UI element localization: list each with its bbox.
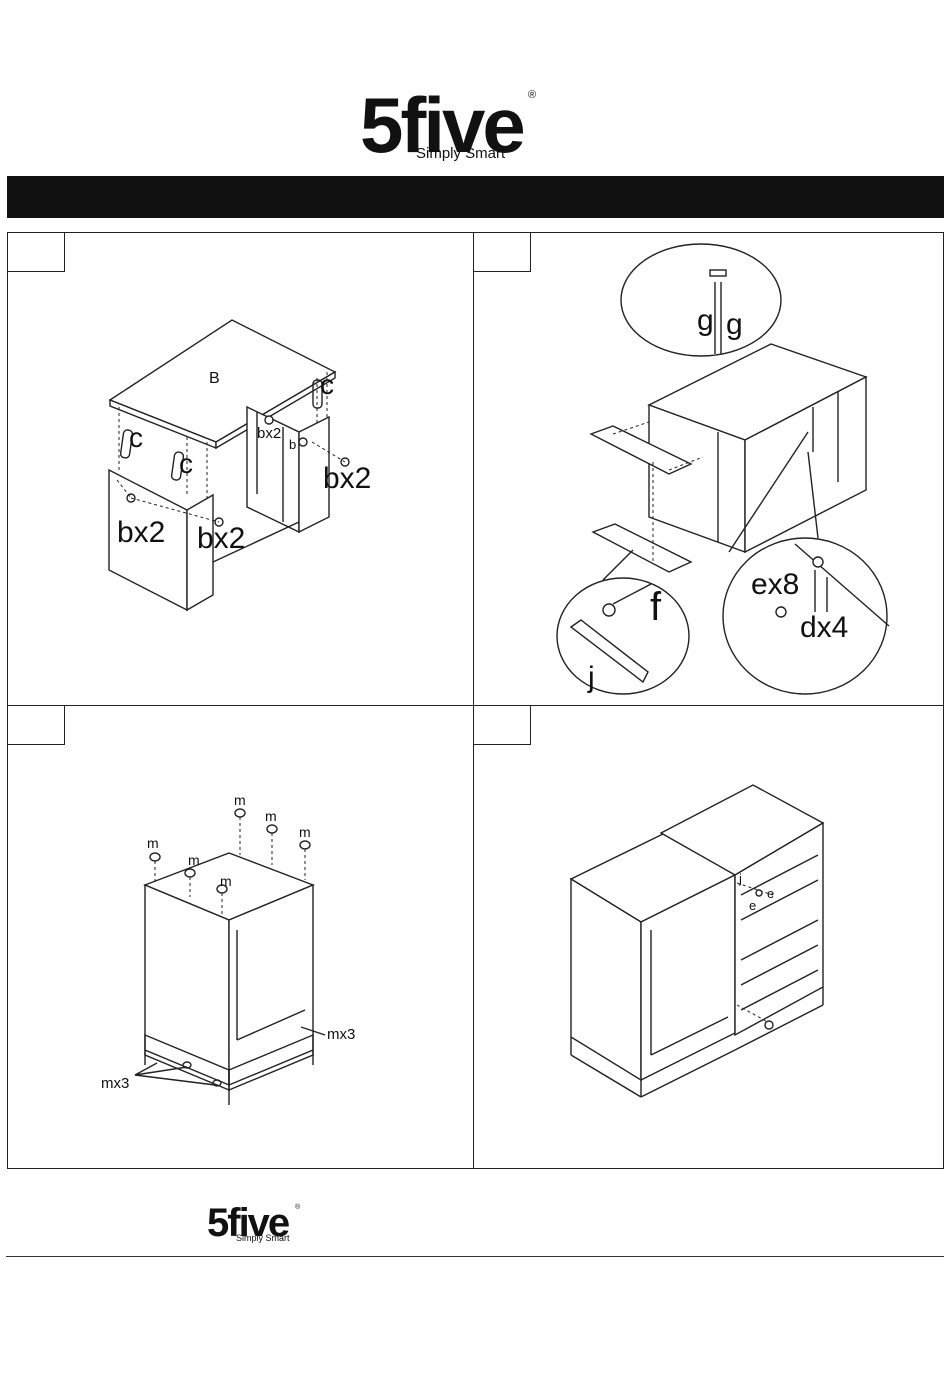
label-bolt-bx2-left: bx2 (117, 516, 165, 549)
label-cam-c-1: c (129, 422, 143, 453)
label-panel-b: B (209, 370, 220, 387)
logo-tagline: Simply Smart (416, 145, 506, 162)
label-pad-m-5: m (265, 808, 277, 824)
header-bar (7, 176, 944, 218)
label-screw-ex8: ex8 (751, 568, 799, 601)
label-pad-m-4: m (234, 792, 246, 808)
label-g-2: g (726, 308, 743, 341)
label-pads-mx3-right: mx3 (327, 1026, 355, 1043)
label-pad-m-3: m (220, 873, 232, 889)
label-bolt-b-tiny: b (289, 437, 296, 452)
logo-tagline-small: Simply Smart (236, 1233, 290, 1243)
label-bolt-bx2-middle: bx2 (197, 522, 245, 555)
logo-registered-mark-small: ® (295, 1203, 301, 1211)
label-allen-key-j: j (738, 871, 742, 886)
label-pads-mx3-left: mx3 (101, 1075, 129, 1092)
label-g-1: g (697, 304, 714, 337)
label-allen-key-j: j (587, 661, 595, 694)
step-4-illustration: j e e (473, 705, 944, 1169)
brand-logo-bottom: 5five ® Simply Smart (207, 1200, 307, 1245)
step-2-illustration: g g f j ex8 dx4 (473, 232, 944, 705)
label-pad-m-2: m (188, 852, 200, 868)
label-dowel-dx4: dx4 (800, 611, 848, 644)
label-screw-e-1: e (767, 886, 774, 901)
label-pad-m-6: m (299, 824, 311, 840)
label-pad-m-1: m (147, 835, 159, 851)
logo-registered-mark: ® (528, 89, 536, 101)
footer-rule (6, 1256, 944, 1257)
label-screw-e-2: e (749, 898, 756, 913)
label-bolt-bx2-small: bx2 (257, 425, 281, 442)
label-cam-c-2: c (179, 448, 193, 479)
step-3-illustration: m m m m m m mx3 mx3 (7, 705, 473, 1169)
brand-logo-top: 5five ® Simply Smart (360, 82, 550, 162)
label-screw-f: f (650, 585, 662, 629)
step-1-illustration: B c c c bx2 b bx2 bx2 bx2 (7, 232, 473, 705)
label-bolt-bx2-right: bx2 (323, 462, 371, 495)
